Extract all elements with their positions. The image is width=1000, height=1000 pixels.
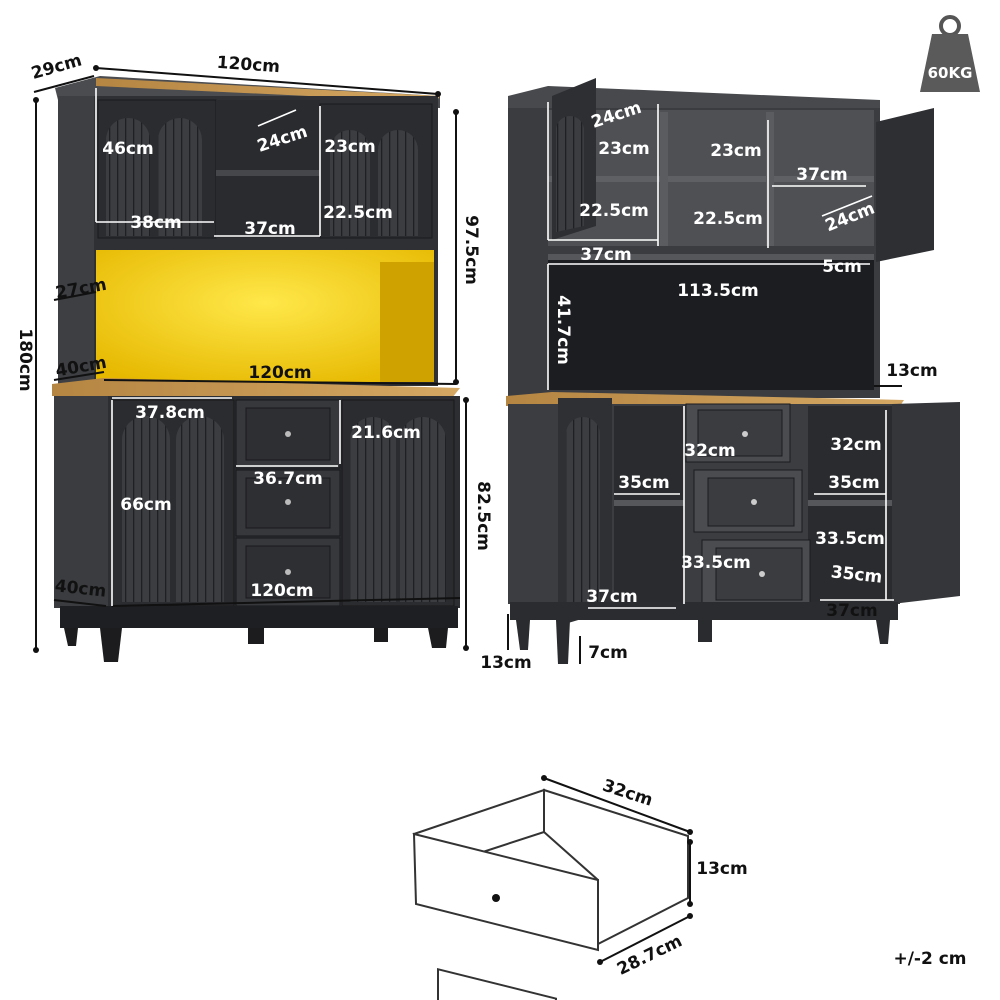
label-base-width: 120cm — [250, 581, 313, 601]
label-open-side-offset: 13cm — [886, 361, 937, 381]
label-open-right-bottom-width: 37cm — [826, 601, 877, 621]
label-drawer-width: 36.7cm — [253, 469, 323, 489]
label-drawer-height: 21.6cm — [351, 423, 421, 443]
label-upper-door-width: 38cm — [130, 213, 181, 233]
label-open-upper-left-top: 23cm — [598, 139, 649, 159]
label-top-depth: 29cm — [29, 50, 84, 83]
label-upper-door-height: 46cm — [102, 139, 153, 159]
label-open-right-shelf-depth: 35cm — [828, 473, 879, 493]
label-overall-width: 120cm — [216, 53, 281, 77]
label-open-right-top-height: 32cm — [830, 435, 881, 455]
label-open-leg-width: 7cm — [588, 643, 628, 663]
label-open-upper-left-width: 37cm — [580, 245, 631, 265]
label-hutch-height: 97.5cm — [461, 215, 481, 285]
label-counter-width: 120cm — [248, 363, 311, 383]
label-base-height: 82.5cm — [473, 481, 493, 551]
tolerance-note: +/-2 cm — [893, 949, 966, 969]
label-open-left-shelf-depth: 35cm — [618, 473, 669, 493]
dimension-lines — [33, 65, 902, 965]
label-open-upper-mid-top: 23cm — [710, 141, 761, 161]
label-overall-height: 180cm — [15, 328, 35, 391]
label-open-right-bottom-height: 33.5cm — [815, 529, 885, 549]
label-open-drawer-bottom-height: 33.5cm — [681, 553, 751, 573]
label-open-gap: 5cm — [822, 257, 862, 277]
label-drawer-detail-depth: 28.7cm — [614, 931, 685, 980]
label-open-leg-height: 13cm — [480, 653, 531, 673]
label-drawer-detail-width: 32cm — [600, 776, 655, 811]
open-cabinet — [506, 78, 960, 664]
weight-label: 60KG — [928, 64, 973, 82]
label-upper-open-width: 37cm — [244, 219, 295, 239]
label-open-upper-mid-bottom: 22.5cm — [693, 209, 763, 229]
label-drawer-detail-height: 13cm — [696, 859, 747, 879]
label-open-upper-right-width: 37cm — [796, 165, 847, 185]
label-open-middle-height: 41.7cm — [553, 295, 573, 365]
label-lower-door-height: 66cm — [120, 495, 171, 515]
label-open-left-bottom-width: 37cm — [586, 587, 637, 607]
drawer-illustration — [412, 788, 689, 1000]
label-upper-right-lower-height: 22.5cm — [323, 203, 393, 223]
front-cabinet — [52, 76, 460, 662]
label-open-drawer-left-height: 32cm — [684, 441, 735, 461]
label-upper-right-height: 23cm — [324, 137, 375, 157]
label-lower-door-width: 37.8cm — [135, 403, 205, 423]
label-open-middle-width: 113.5cm — [677, 281, 759, 301]
weight-icon — [920, 15, 980, 92]
label-open-upper-left-bottom: 22.5cm — [579, 201, 649, 221]
